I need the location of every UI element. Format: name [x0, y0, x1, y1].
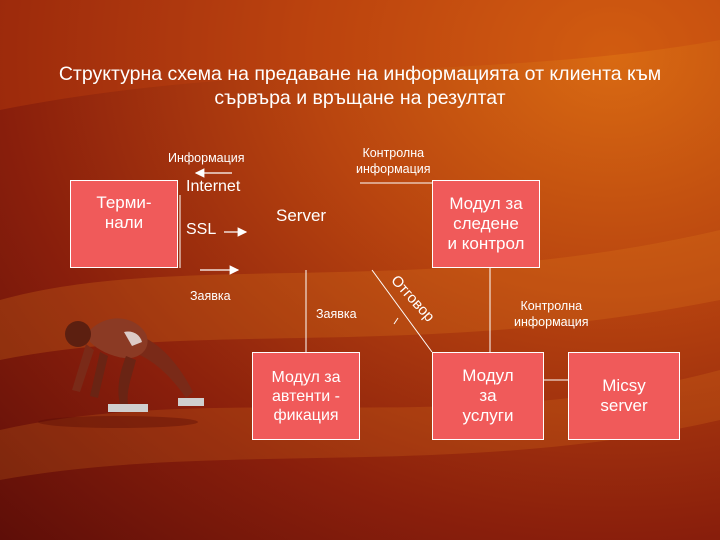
control-info-right-label: Контролна информация — [514, 299, 589, 329]
ssl-label: SSL — [186, 221, 217, 238]
auth-module-box: Модул за автенти - фикация — [252, 352, 360, 440]
monitor-module-box: Модул за следене и контрол — [432, 180, 540, 268]
services-module-box: Модул за услуги — [432, 352, 544, 440]
internet-label: Internet — [186, 178, 241, 195]
server-label: Server — [276, 206, 327, 225]
information-label: Информация — [168, 151, 245, 165]
control-info-top-label: Контролна информация — [356, 146, 431, 176]
slide-title: Структурна схема на предаване на информа… — [58, 63, 662, 109]
sprinter-at-start-icon — [38, 318, 204, 428]
request-mid-label: Заявка — [316, 307, 357, 321]
terminals-box: Терми- нали — [70, 180, 178, 268]
request-left-label: Заявка — [190, 289, 231, 303]
micsy-server-box: Micsy server — [568, 352, 680, 440]
